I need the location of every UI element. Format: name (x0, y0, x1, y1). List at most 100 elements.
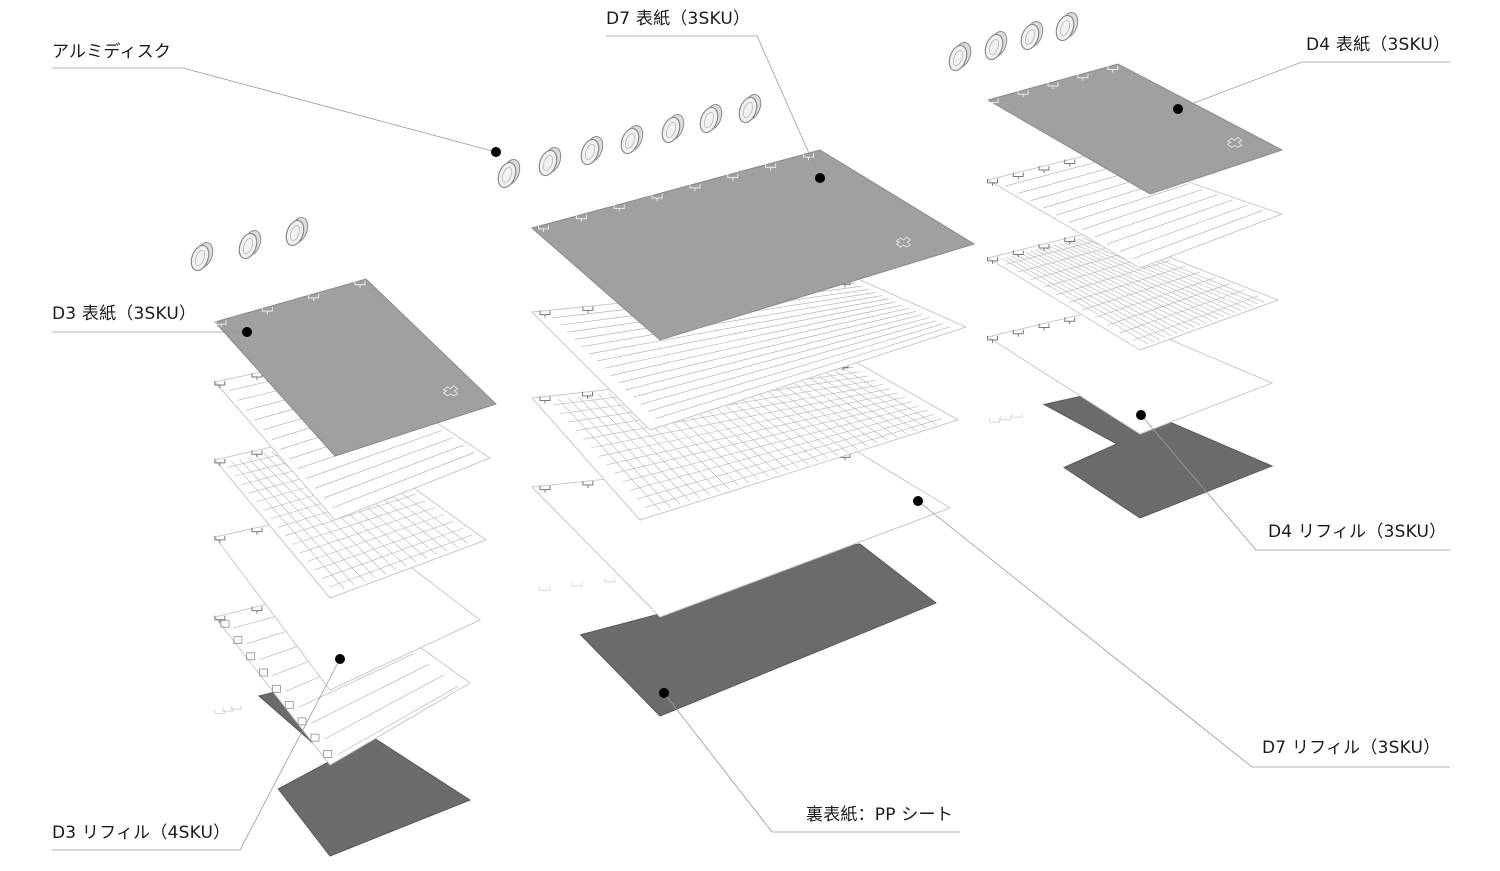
alumi-disc-d4-1-inner (988, 38, 1000, 56)
alumi-disc-d7-2-inner (584, 143, 596, 161)
label-d4-refill: D4 リフィル（3SKU） (1268, 522, 1447, 542)
d4-refill-grid-grid-col (1001, 258, 1149, 345)
d7-refill-grid-tab-slot (539, 396, 551, 404)
d7-refill-grid-grid-col (598, 394, 701, 499)
d4-refill-grid-grid-col (1054, 244, 1213, 322)
d4-refill-blank-tab-slot (1038, 323, 1050, 331)
d4-refill-grid-grid-col (1077, 238, 1242, 311)
d7-refill-grid-tab-slot (582, 391, 594, 399)
d3-refill-checklist-checkbox (259, 668, 268, 677)
d7-front-cover-tab-slot (689, 183, 701, 191)
d4-refill-grid-grid-col (1035, 249, 1190, 330)
d7-front-cover-tab-slot (651, 194, 663, 202)
alumi-disc-d4-2-inner (1024, 28, 1036, 46)
d3-refill-blank-tab-slot (251, 527, 263, 535)
d3-refill-checklist-rule (298, 653, 415, 708)
callout-dot-back-cover (659, 688, 669, 698)
d4-refill-grid-grid-col (1039, 248, 1195, 328)
alumi-disc-d3-2-inner (289, 224, 301, 242)
d4-refill-grid-tab-slot (1012, 250, 1024, 258)
d3-refill-grid-grid-col (255, 455, 376, 578)
d3-refill-checklist-checkbox (284, 701, 294, 709)
callout-dot-d7-refill (913, 496, 923, 506)
d3-refill-grid-tab-slot (214, 458, 226, 466)
d4-refill-lined-rule (1005, 157, 1112, 187)
d7-front-cover-tab-slot (802, 153, 814, 161)
d3-front-cover-tab-slot (215, 320, 227, 328)
alumi-disc-d4-3-inner (1059, 19, 1071, 37)
d4-refill-grid-grid-col (1049, 246, 1207, 324)
d3-refill-grid-tab-slot (251, 450, 263, 458)
alumi-disc-d7-3-inner (624, 132, 636, 150)
d4-front-cover-tab-slot (987, 98, 999, 106)
d7-refill-lined-rule (647, 323, 944, 412)
d7-back-cover-pp-sheet-tab-slot (571, 582, 583, 587)
d3-refill-lined-rule (323, 444, 464, 499)
leader-alumi-disc (52, 67, 497, 153)
d3-refill-checklist-rule (337, 685, 459, 756)
alumi-disc-d3-0-inner (194, 249, 206, 267)
leader-back-cover (663, 692, 960, 833)
d4-refill-grid-grid-col (1015, 254, 1166, 339)
d4-front-cover-tab-slot (1077, 73, 1089, 81)
d4-refill-grid-tab-slot (986, 256, 998, 264)
d7-refill-grid-grid-col (778, 372, 878, 444)
callout-dot-d3-refill (335, 654, 345, 664)
d4-refill-blank-tab-slot (986, 335, 998, 343)
d7-front-cover (530, 149, 976, 341)
d7-refill-blank-tab-slot (582, 481, 594, 488)
d7-refill-grid-grid-col (558, 398, 661, 511)
d4-front-cover-logo-mark (1226, 136, 1243, 148)
d7-refill-lined-rule (596, 301, 896, 362)
d7-back-cover-pp-sheet-tab-slot (538, 586, 550, 591)
label-d3-cover: D3 表紙（3SKU） (52, 304, 197, 324)
d7-front-cover-logo-mark (895, 236, 912, 248)
d3-refill-checklist-checkbox (233, 636, 243, 644)
callout-dot-d3-cover (242, 327, 252, 337)
d4-front-cover-tab-slot (1047, 82, 1059, 89)
callout-dot-d7-cover (815, 173, 825, 183)
d4-refill-grid-grid-col (1025, 252, 1178, 334)
d7-refill-blank-tab-slot (539, 485, 551, 493)
d4-front-cover-tab-slot (1107, 65, 1119, 73)
d4-back-cover-pp-sheet-tab-slot (988, 418, 1000, 423)
leader-d7-refill (917, 500, 1450, 768)
d4-back-cover-pp-sheet-tab-slot (1011, 413, 1023, 418)
d4-refill-grid-grid-col (1030, 250, 1184, 332)
callout-dot-d4-refill (1136, 410, 1146, 420)
d7-refill-lined-rule (611, 307, 910, 376)
d7-front-cover-tab-slot (538, 224, 550, 232)
d3-refill-grid-grid-col (247, 457, 366, 582)
callout-dot-d4-cover (1173, 104, 1183, 114)
d3-refill-checklist-checkbox (246, 652, 256, 661)
alumi-disc-d7-5-inner (703, 111, 715, 129)
d4-refill-lined-rule (1107, 199, 1233, 245)
d7-refill-lined-rule (603, 304, 903, 369)
label-d3-refill: D3 リフィル（4SKU） (52, 823, 231, 843)
d4-refill-blank-tab-slot (1064, 317, 1076, 325)
d4-refill-grid-grid-col (1011, 255, 1161, 341)
d3-back-cover-pp-sheet-tab-slot (230, 705, 242, 710)
d7-front-cover-tab-slot (575, 214, 587, 222)
d4-refill-lined-rule (1081, 189, 1203, 230)
d7-refill-grid-grid-col (568, 397, 671, 508)
d4-refill-lined-tab-slot (1064, 159, 1076, 167)
d4-refill-lined-rule (1132, 210, 1263, 259)
d4-refill-lined-tab-slot (1012, 172, 1024, 180)
d4-refill-lined-rule (1094, 194, 1218, 238)
d4-refill-lined-rule (1068, 183, 1188, 223)
d4-refill-lined-rule (1120, 204, 1248, 252)
d3-refill-grid-grid-col (231, 460, 345, 590)
alumi-disc-d3-1-inner (242, 237, 254, 255)
d3-front-cover-tab-slot (308, 293, 320, 301)
d3-refill-checklist-rule (311, 664, 429, 724)
d7-refill-lined-rule (655, 326, 950, 420)
alumi-disc-d7-4-inner (665, 121, 677, 139)
d7-refill-lined-tab-slot (539, 310, 551, 318)
leader-d4-refill (1140, 414, 1450, 551)
label-back-cover: 裏表紙：PP シート (806, 805, 953, 825)
d7-refill-lined-rule (618, 310, 916, 384)
d7-refill-grid-grid-col (588, 395, 691, 502)
